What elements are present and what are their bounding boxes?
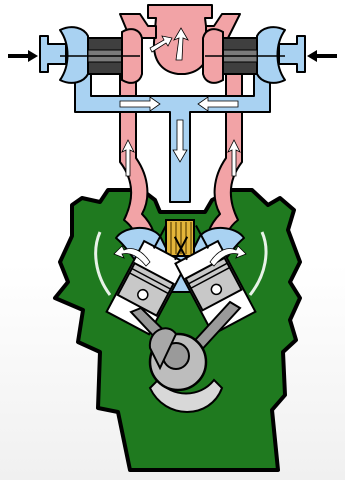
right-intake-arrow xyxy=(307,50,337,62)
exhaust-up-arrow xyxy=(173,27,189,61)
exhaust-right-runner-arrow xyxy=(227,139,241,177)
left-cylinder xyxy=(105,225,189,336)
right-turbocharger xyxy=(202,28,285,84)
left-piston-crown xyxy=(116,261,175,317)
intercooler-fins xyxy=(170,222,192,254)
exhaust-out-arrow-left xyxy=(149,35,173,53)
right-piston-crown xyxy=(184,256,243,312)
left-coolant-channel xyxy=(94,231,112,296)
exhaust-system xyxy=(119,4,243,255)
flow-arrows xyxy=(113,27,247,267)
exhaust-left-runner-arrow xyxy=(121,139,135,177)
engine-block-shape xyxy=(53,188,302,472)
right-wrist-pin xyxy=(210,283,223,296)
right-coolant-channel xyxy=(248,231,268,296)
left-intake-arrow xyxy=(8,50,38,62)
right-piston xyxy=(184,256,243,312)
left-valve-1 xyxy=(152,225,167,249)
intake-into-right-cylinder-arrow xyxy=(209,245,247,267)
intake-down-arrow xyxy=(172,119,188,163)
intake-right-arrow xyxy=(197,96,239,112)
left-air-inlet xyxy=(39,35,67,73)
intake-into-left-cylinder-arrow xyxy=(113,245,151,267)
left-wrist-pin xyxy=(137,288,149,301)
crankshaft xyxy=(148,327,224,413)
intake-left-arrow xyxy=(119,96,161,112)
right-valve-1 xyxy=(173,236,188,261)
engine-block xyxy=(53,188,302,472)
left-turbocharger xyxy=(60,28,143,84)
right-air-inlet xyxy=(278,35,306,73)
air-intake-arrows xyxy=(8,50,337,62)
left-piston xyxy=(116,261,175,317)
crankshaft-web xyxy=(148,327,178,371)
right-valve-2 xyxy=(195,225,210,249)
